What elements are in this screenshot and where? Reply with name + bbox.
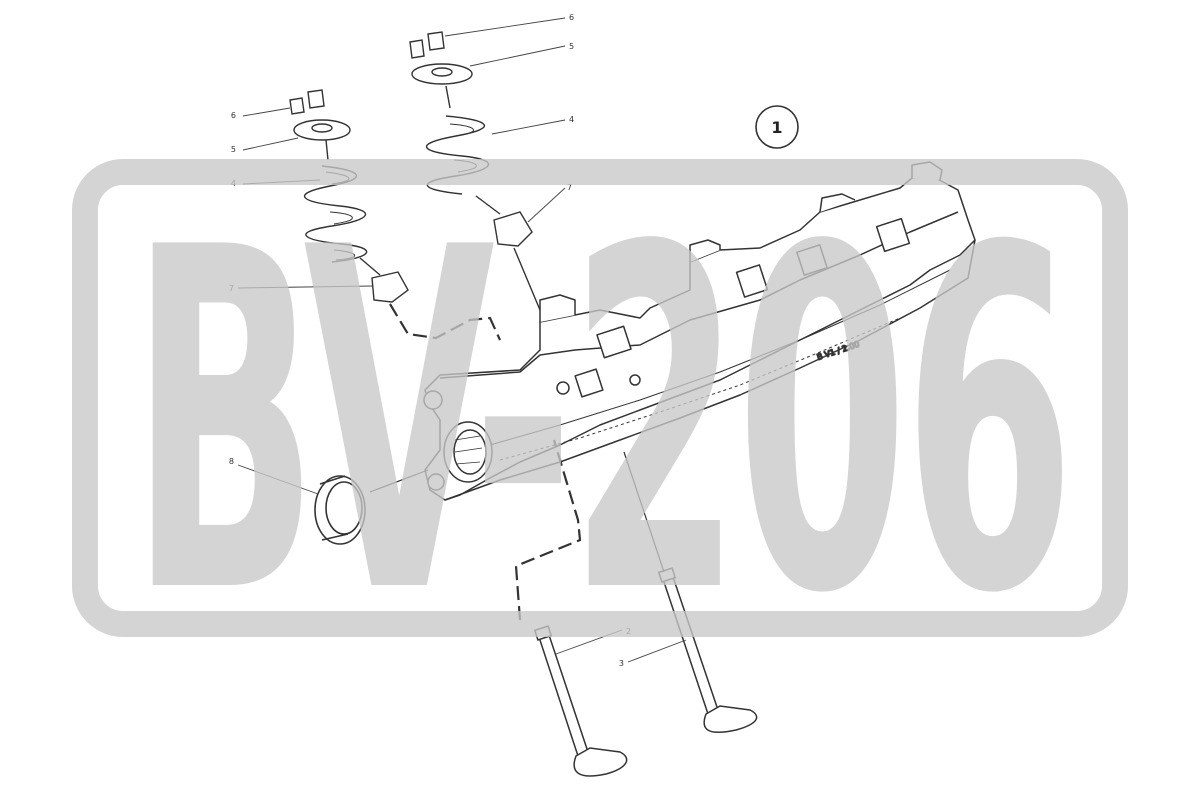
left-valve-stem-seal xyxy=(371,271,409,303)
callout-left-6: 6 xyxy=(231,111,236,120)
callout-left-8: 8 xyxy=(229,457,234,466)
cylinder-head: B V1 / 2.00 xyxy=(423,161,976,501)
callout-top-6: 6 xyxy=(569,13,574,22)
top-valve-stack xyxy=(409,31,541,311)
callout-left-5: 5 xyxy=(231,145,236,154)
callout-top-7: 7 xyxy=(567,183,572,192)
figure-number-badge: 1 xyxy=(755,105,799,149)
seal-ring xyxy=(314,469,429,545)
callout-top-5: 5 xyxy=(569,42,574,51)
left-valve-keepers xyxy=(289,89,325,115)
top-valve-keepers xyxy=(409,31,445,59)
exhaust-valve xyxy=(623,451,758,734)
callout-left-7: 7 xyxy=(229,284,234,293)
watermark: BV-206 xyxy=(72,149,1128,696)
watermark-text: BV-206 xyxy=(130,149,1070,696)
callout-valve-3: 3 xyxy=(619,659,624,668)
callout-top-4: 4 xyxy=(569,115,574,124)
figure-number: 1 xyxy=(771,118,782,137)
left-valve-stack xyxy=(289,89,502,341)
top-valve-stem-seal xyxy=(493,211,533,247)
